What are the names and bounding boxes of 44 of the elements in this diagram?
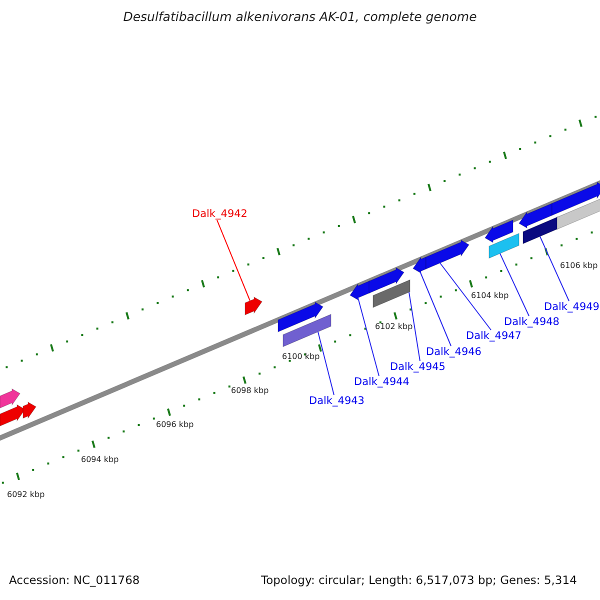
gene-label: Dalk_4947 xyxy=(466,330,522,342)
gene-feature xyxy=(412,256,426,274)
title: Desulfatibacillum alkenivorans AK-01, complete genome xyxy=(122,10,478,24)
gene-feature xyxy=(278,302,324,332)
gene-label: Dalk_4948 xyxy=(504,316,560,328)
scale-label: 6102 kbp xyxy=(375,322,413,332)
leader-line xyxy=(500,253,530,316)
scale-label: 6104 kbp xyxy=(471,291,509,300)
gene-feature xyxy=(518,202,552,229)
scale-label: 6100 kbp xyxy=(282,352,320,362)
leader-line xyxy=(358,297,380,376)
genome-info-text: Topology: circular; Length: 6,517,073 bp; Genes: 5,314 xyxy=(261,574,577,588)
scale-label: 6096 kbp xyxy=(156,420,194,430)
gene-label: Dalk_4949 xyxy=(544,301,600,314)
gene-feature xyxy=(488,232,520,259)
leader-line xyxy=(540,236,570,302)
accession-text: Accession: NC_011768 xyxy=(9,574,140,588)
gene-feature xyxy=(0,404,26,426)
scale-label: 6092 kbp xyxy=(7,490,45,500)
scale-label: 6098 kbp xyxy=(231,386,269,396)
gene-label: Dalk_4942 xyxy=(192,208,248,220)
leader-line xyxy=(318,331,334,396)
gene-feature xyxy=(368,267,404,294)
gene-feature xyxy=(484,220,514,244)
gene-label: Dalk_4944 xyxy=(354,376,410,388)
leader-line xyxy=(408,292,420,362)
gene-feature xyxy=(426,240,470,270)
gene-feature xyxy=(522,216,558,244)
gene-feature xyxy=(350,280,370,300)
leader-line xyxy=(216,220,250,302)
gene-feature xyxy=(372,279,410,308)
scale-label: 6094 kbp xyxy=(81,455,119,464)
gene-feature xyxy=(282,314,332,348)
scale-label: 6106 kbp xyxy=(560,261,598,270)
leader-line xyxy=(420,271,452,346)
gene-label: Dalk_4946 xyxy=(426,346,482,358)
leader-line xyxy=(440,262,492,330)
gene-feature xyxy=(22,402,36,420)
gene-label: Dalk_4945 xyxy=(390,361,446,374)
gene-feature xyxy=(244,296,262,316)
gene-feature xyxy=(552,182,600,216)
gene-feature xyxy=(556,196,600,230)
gene-label: Dalk_4943 xyxy=(309,395,364,408)
gene-feature xyxy=(0,388,20,408)
